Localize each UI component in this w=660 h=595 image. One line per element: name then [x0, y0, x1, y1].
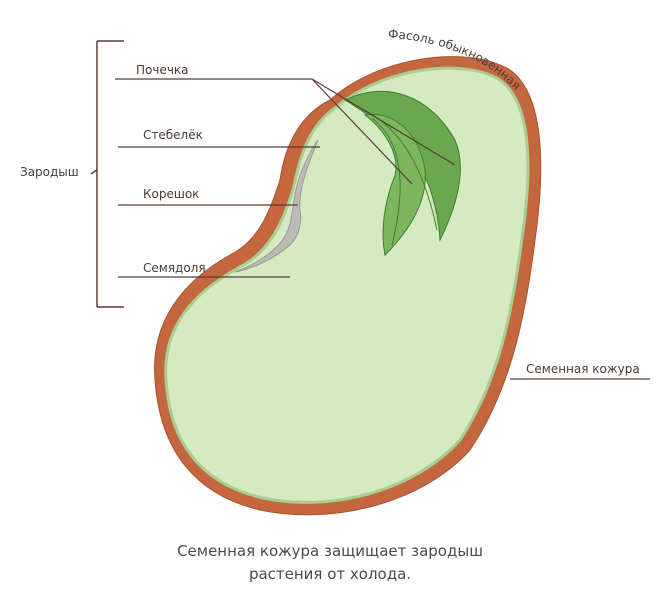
label-stem: Стебелёк — [143, 128, 203, 142]
embryo-axis — [234, 139, 319, 273]
plumule-leaf-front — [363, 113, 426, 257]
label-plumule: Почечка — [136, 63, 189, 77]
label-root: Корешок — [143, 187, 200, 201]
label-seed-coat: Семенная кожура — [526, 362, 640, 376]
label-embryo: Зародыш — [20, 165, 79, 179]
embryo-bracket — [90, 40, 124, 308]
label-cotyledon: Семядоля — [143, 261, 206, 275]
caption-line-1: Семенная кожура защищает зародыш — [177, 542, 483, 560]
caption-line-2: растения от холода. — [248, 565, 412, 583]
